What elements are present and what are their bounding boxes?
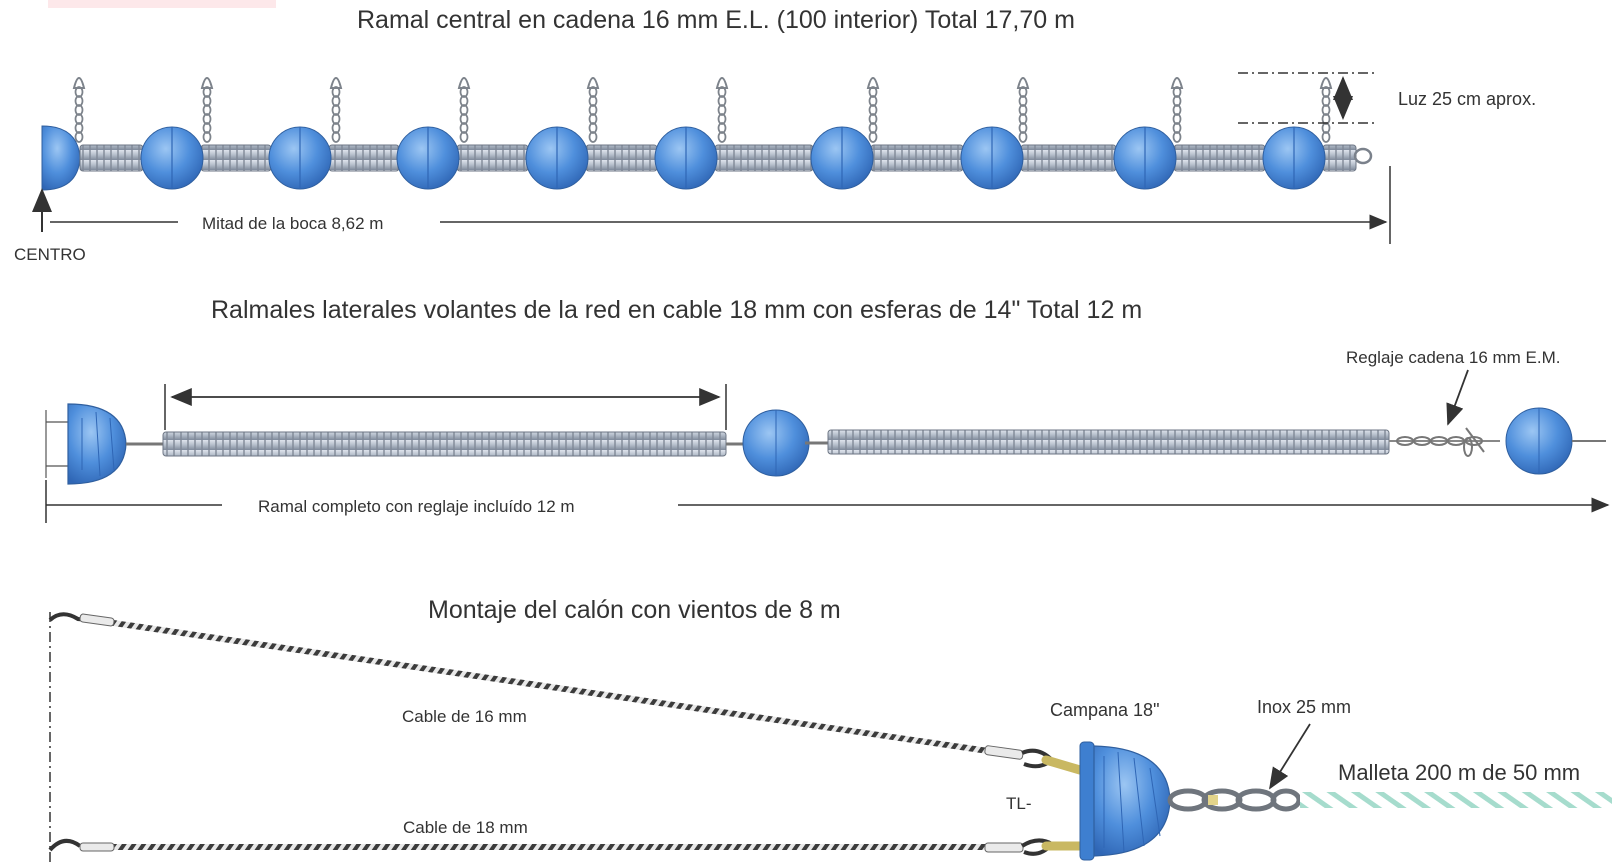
cable-tube bbox=[827, 429, 1390, 455]
chain-lanyard-icon bbox=[457, 77, 471, 143]
rigging-label: Reglaje cadena 16 mm E.M. bbox=[1346, 348, 1561, 367]
tl-label: TL- bbox=[1006, 794, 1032, 813]
sphere-float-icon bbox=[810, 126, 874, 190]
half-sphere-float-icon bbox=[41, 125, 81, 191]
chain-lanyard-icon bbox=[329, 77, 343, 143]
chain-section bbox=[714, 144, 814, 172]
end-ring-icon bbox=[1353, 147, 1373, 165]
sphere-float-icon bbox=[140, 126, 204, 190]
chain-lanyard-icon bbox=[586, 77, 600, 143]
chain-lanyard-icon bbox=[866, 77, 880, 143]
chain-section bbox=[79, 144, 144, 172]
cable-tube bbox=[162, 431, 727, 457]
chain-lanyards bbox=[72, 77, 1333, 143]
central-chain-assembly bbox=[41, 77, 1373, 191]
rigging-pointer-arrow bbox=[1446, 369, 1469, 426]
tube-length-dimension bbox=[164, 384, 727, 430]
calon-assembly bbox=[48, 612, 1612, 866]
chain-lanyard-icon bbox=[200, 77, 214, 143]
chain-lanyard-icon bbox=[715, 77, 729, 143]
shackle-icon bbox=[1041, 755, 1085, 775]
sphere-float-icon bbox=[654, 126, 718, 190]
gap-dimension bbox=[1238, 72, 1378, 124]
sphere-float-icon bbox=[525, 126, 589, 190]
center-label: CENTRO bbox=[14, 245, 86, 264]
half-sphere-float-icon bbox=[67, 403, 127, 485]
inox-pointer-arrow bbox=[1269, 723, 1311, 790]
chain-lanyard-icon bbox=[1016, 77, 1030, 143]
sphere-float-icon bbox=[1262, 126, 1326, 190]
chain-lanyard-icon bbox=[72, 77, 86, 143]
chain-section bbox=[1020, 144, 1117, 172]
chain-section bbox=[200, 144, 272, 172]
section3-title: Montaje del calón con vientos de 8 m bbox=[428, 596, 841, 624]
chain-section bbox=[585, 144, 658, 172]
chain-section bbox=[328, 144, 400, 172]
sphere-float-icon bbox=[1113, 126, 1177, 190]
cable-16mm bbox=[99, 618, 996, 755]
complete-length-label: Ramal completo con reglaje incluído 12 m bbox=[258, 497, 575, 516]
sphere-float-icon bbox=[960, 126, 1024, 190]
sphere-floats bbox=[140, 126, 1326, 190]
chain-lanyard-icon bbox=[1170, 77, 1184, 143]
gap-label: Luz 25 cm aprox. bbox=[1398, 89, 1537, 109]
chain-lanyard-icon bbox=[1319, 77, 1333, 143]
half-mouth-label: Mitad de la boca 8,62 m bbox=[202, 214, 384, 233]
inox-chain-icon bbox=[1167, 788, 1302, 812]
net-icon bbox=[1300, 792, 1612, 808]
chain-section bbox=[1173, 144, 1266, 172]
inox-label: Inox 25 mm bbox=[1257, 697, 1352, 717]
bell-float-icon bbox=[1079, 741, 1171, 861]
half-mouth-dimension bbox=[32, 166, 1391, 244]
chain-section bbox=[870, 144, 964, 172]
cable16-label: Cable de 16 mm bbox=[402, 707, 527, 726]
chain-section bbox=[1322, 144, 1357, 172]
section2-title: Ralmales laterales volantes de la red en… bbox=[211, 296, 1143, 324]
sphere-float-icon bbox=[268, 126, 332, 190]
chain-sections bbox=[79, 144, 1357, 172]
net-label: Malleta 200 m de 50 mm bbox=[1338, 760, 1581, 785]
corner-mark bbox=[48, 0, 276, 8]
cable18-label: Cable de 18 mm bbox=[403, 818, 528, 837]
complete-length-dimension bbox=[45, 480, 1610, 523]
section1-title: Ramal central en cadena 16 mm E.L. (100 … bbox=[357, 6, 1075, 34]
sphere-float-icon bbox=[396, 126, 460, 190]
chain-section bbox=[456, 144, 529, 172]
rigging-chain-icon bbox=[1389, 427, 1500, 457]
lateral-cable-assembly bbox=[45, 403, 1606, 485]
bell-label: Campana 18" bbox=[1050, 700, 1160, 720]
